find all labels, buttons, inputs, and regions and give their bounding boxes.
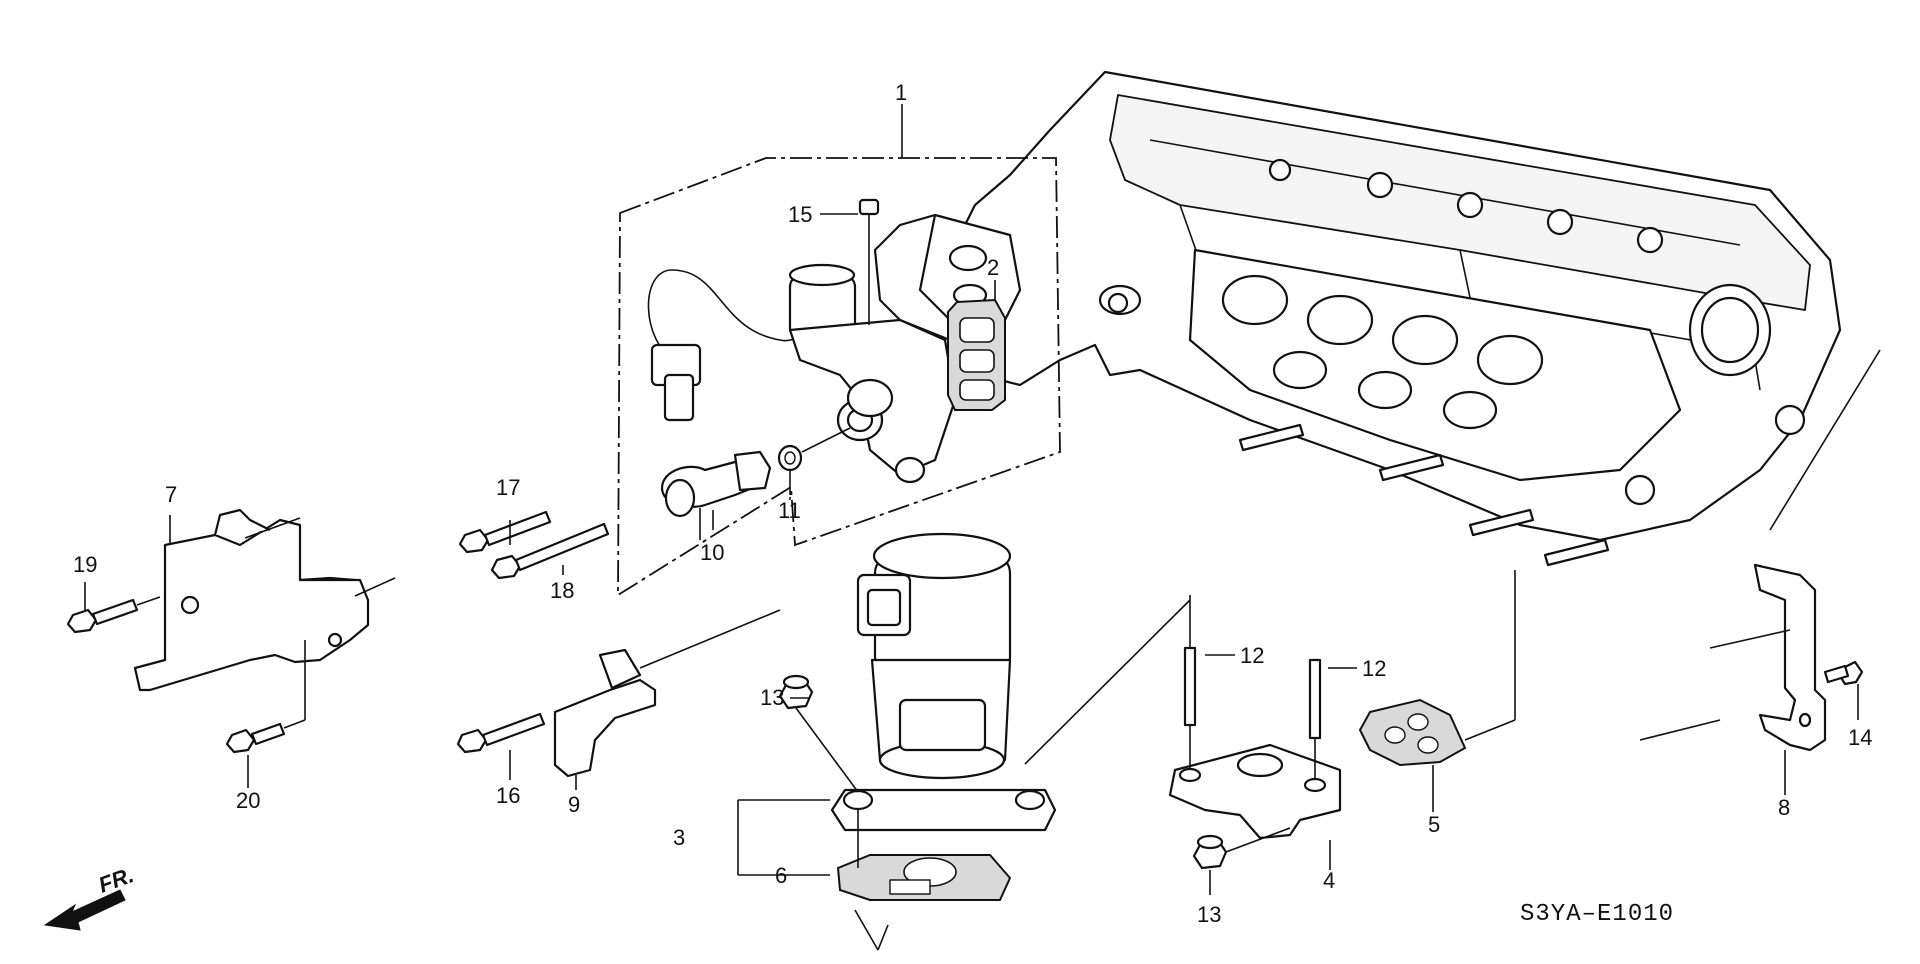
gasket-5 — [1358, 570, 1516, 767]
callout-6: 6 — [775, 863, 787, 888]
egr-pipe-plate-4 — [1168, 595, 1342, 840]
direction-label: FR. — [95, 862, 137, 898]
bolts-17-18-16 — [456, 510, 610, 754]
callout-3: 3 — [673, 825, 685, 850]
callout-18: 18 — [550, 578, 574, 603]
callout-20: 20 — [236, 788, 260, 813]
bolt-20 — [225, 640, 306, 754]
callout-12a: 12 — [1240, 643, 1264, 668]
callout-12b: 12 — [1362, 656, 1386, 681]
callout-16: 16 — [496, 783, 520, 808]
callout-11: 11 — [778, 498, 801, 523]
diagram-code: S3YA–E1010 — [1520, 901, 1674, 928]
callout-13a: 13 — [760, 685, 784, 710]
callout-4: 4 — [1323, 868, 1335, 893]
bolt-19 — [66, 596, 161, 634]
callout-10: 10 — [700, 540, 724, 565]
nut-13-left — [778, 674, 859, 793]
callout-numbers: 1 2 3 4 5 6 7 8 9 10 11 12 12 13 13 14 1… — [73, 80, 1872, 927]
nut-13-right — [1192, 827, 1291, 870]
front-direction-arrow: FR. — [43, 862, 137, 931]
callout-13b: 13 — [1197, 902, 1221, 927]
callout-2: 2 — [987, 255, 999, 280]
callout-15: 15 — [788, 202, 812, 227]
callout-14: 14 — [1848, 725, 1872, 750]
egr-valve — [830, 532, 1057, 901]
bracket-7 — [133, 508, 396, 692]
bracket-8 — [1753, 563, 1864, 752]
callout-17: 17 — [496, 475, 520, 500]
cylinder-head — [873, 70, 1842, 567]
bracket-9 — [553, 609, 781, 778]
callout-9: 9 — [568, 792, 580, 817]
callout-19: 19 — [73, 552, 97, 577]
callout-8: 8 — [1778, 795, 1790, 820]
callout-5: 5 — [1428, 812, 1440, 837]
leader-lines — [84, 213, 1881, 951]
egr-solenoid-assembly — [617, 104, 1061, 597]
callout-7: 7 — [165, 482, 177, 507]
callout-1: 1 — [895, 80, 907, 105]
